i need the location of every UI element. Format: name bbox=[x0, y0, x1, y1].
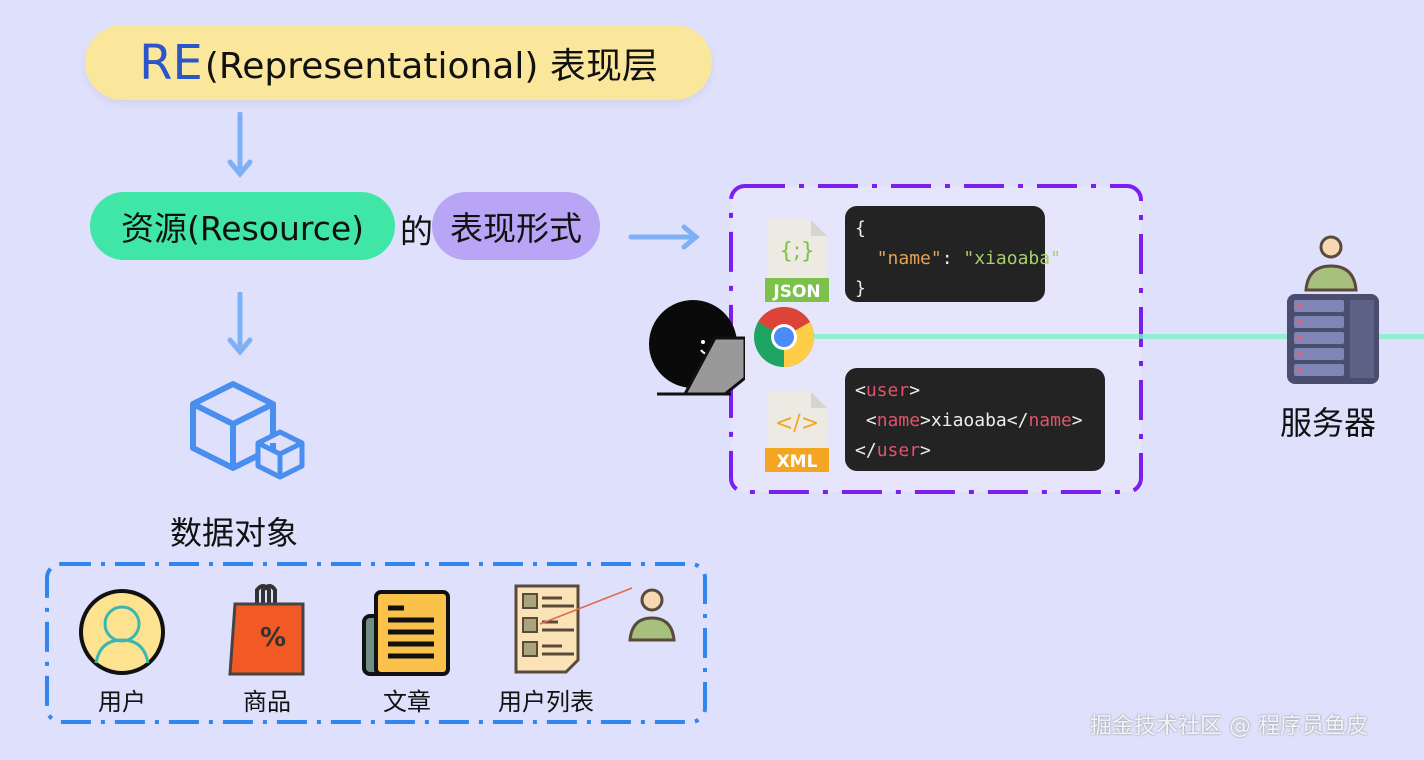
article-icon bbox=[362, 590, 450, 676]
json-badge: JSON bbox=[772, 282, 820, 302]
arrow-right-icon bbox=[628, 224, 700, 250]
json-file-icon: {;} JSON bbox=[765, 220, 829, 302]
code-text: { bbox=[855, 218, 866, 239]
json-glyph: {;} bbox=[779, 239, 814, 264]
json-code-block: { "name": "xiaoaba" } bbox=[845, 206, 1061, 302]
resource-pill: 资源(Resource) bbox=[90, 192, 395, 260]
xml-code-block: <user> <name>xiaoaba</name> </user> bbox=[845, 368, 1105, 471]
code-text: : bbox=[941, 248, 964, 269]
json-value: "xiaoaba" bbox=[963, 248, 1061, 269]
form-pill: 表现形式 bbox=[432, 192, 600, 260]
user-list-icon bbox=[514, 584, 676, 674]
title-text: (Representational) 表现层 bbox=[204, 45, 658, 87]
arrow-down-icon bbox=[227, 292, 253, 356]
shopping-bag-icon: % bbox=[228, 584, 305, 676]
json-key: "name" bbox=[876, 248, 942, 269]
xml-badge: XML bbox=[777, 452, 818, 472]
data-objects-label: 数据对象 bbox=[170, 514, 299, 552]
server-icon bbox=[1287, 235, 1379, 384]
item-label: 文章 bbox=[383, 688, 431, 716]
item-label: 商品 bbox=[243, 688, 291, 716]
item-label: 用户列表 bbox=[498, 688, 594, 716]
item-label: 用户 bbox=[98, 688, 146, 716]
connector-text: 的 bbox=[400, 212, 433, 251]
user-avatar-icon bbox=[79, 589, 165, 675]
server-label: 服务器 bbox=[1280, 404, 1377, 442]
watermark: 掘金技术社区 @ 程序员鱼皮 bbox=[1090, 714, 1368, 739]
data-objects-box bbox=[45, 562, 707, 724]
code-text: } bbox=[855, 278, 866, 299]
arrow-down-icon bbox=[227, 112, 253, 178]
client-character-icon bbox=[649, 300, 745, 396]
title-abbr: RE bbox=[139, 34, 203, 91]
cube-icon bbox=[190, 381, 305, 480]
xml-glyph: </> bbox=[775, 411, 819, 436]
title-pill: RE(Representational) 表现层 bbox=[85, 25, 712, 100]
chrome-icon bbox=[754, 306, 815, 367]
xml-file-icon: </> XML bbox=[765, 392, 829, 472]
svg-text:%: % bbox=[260, 623, 286, 653]
connection-line bbox=[810, 334, 1424, 339]
